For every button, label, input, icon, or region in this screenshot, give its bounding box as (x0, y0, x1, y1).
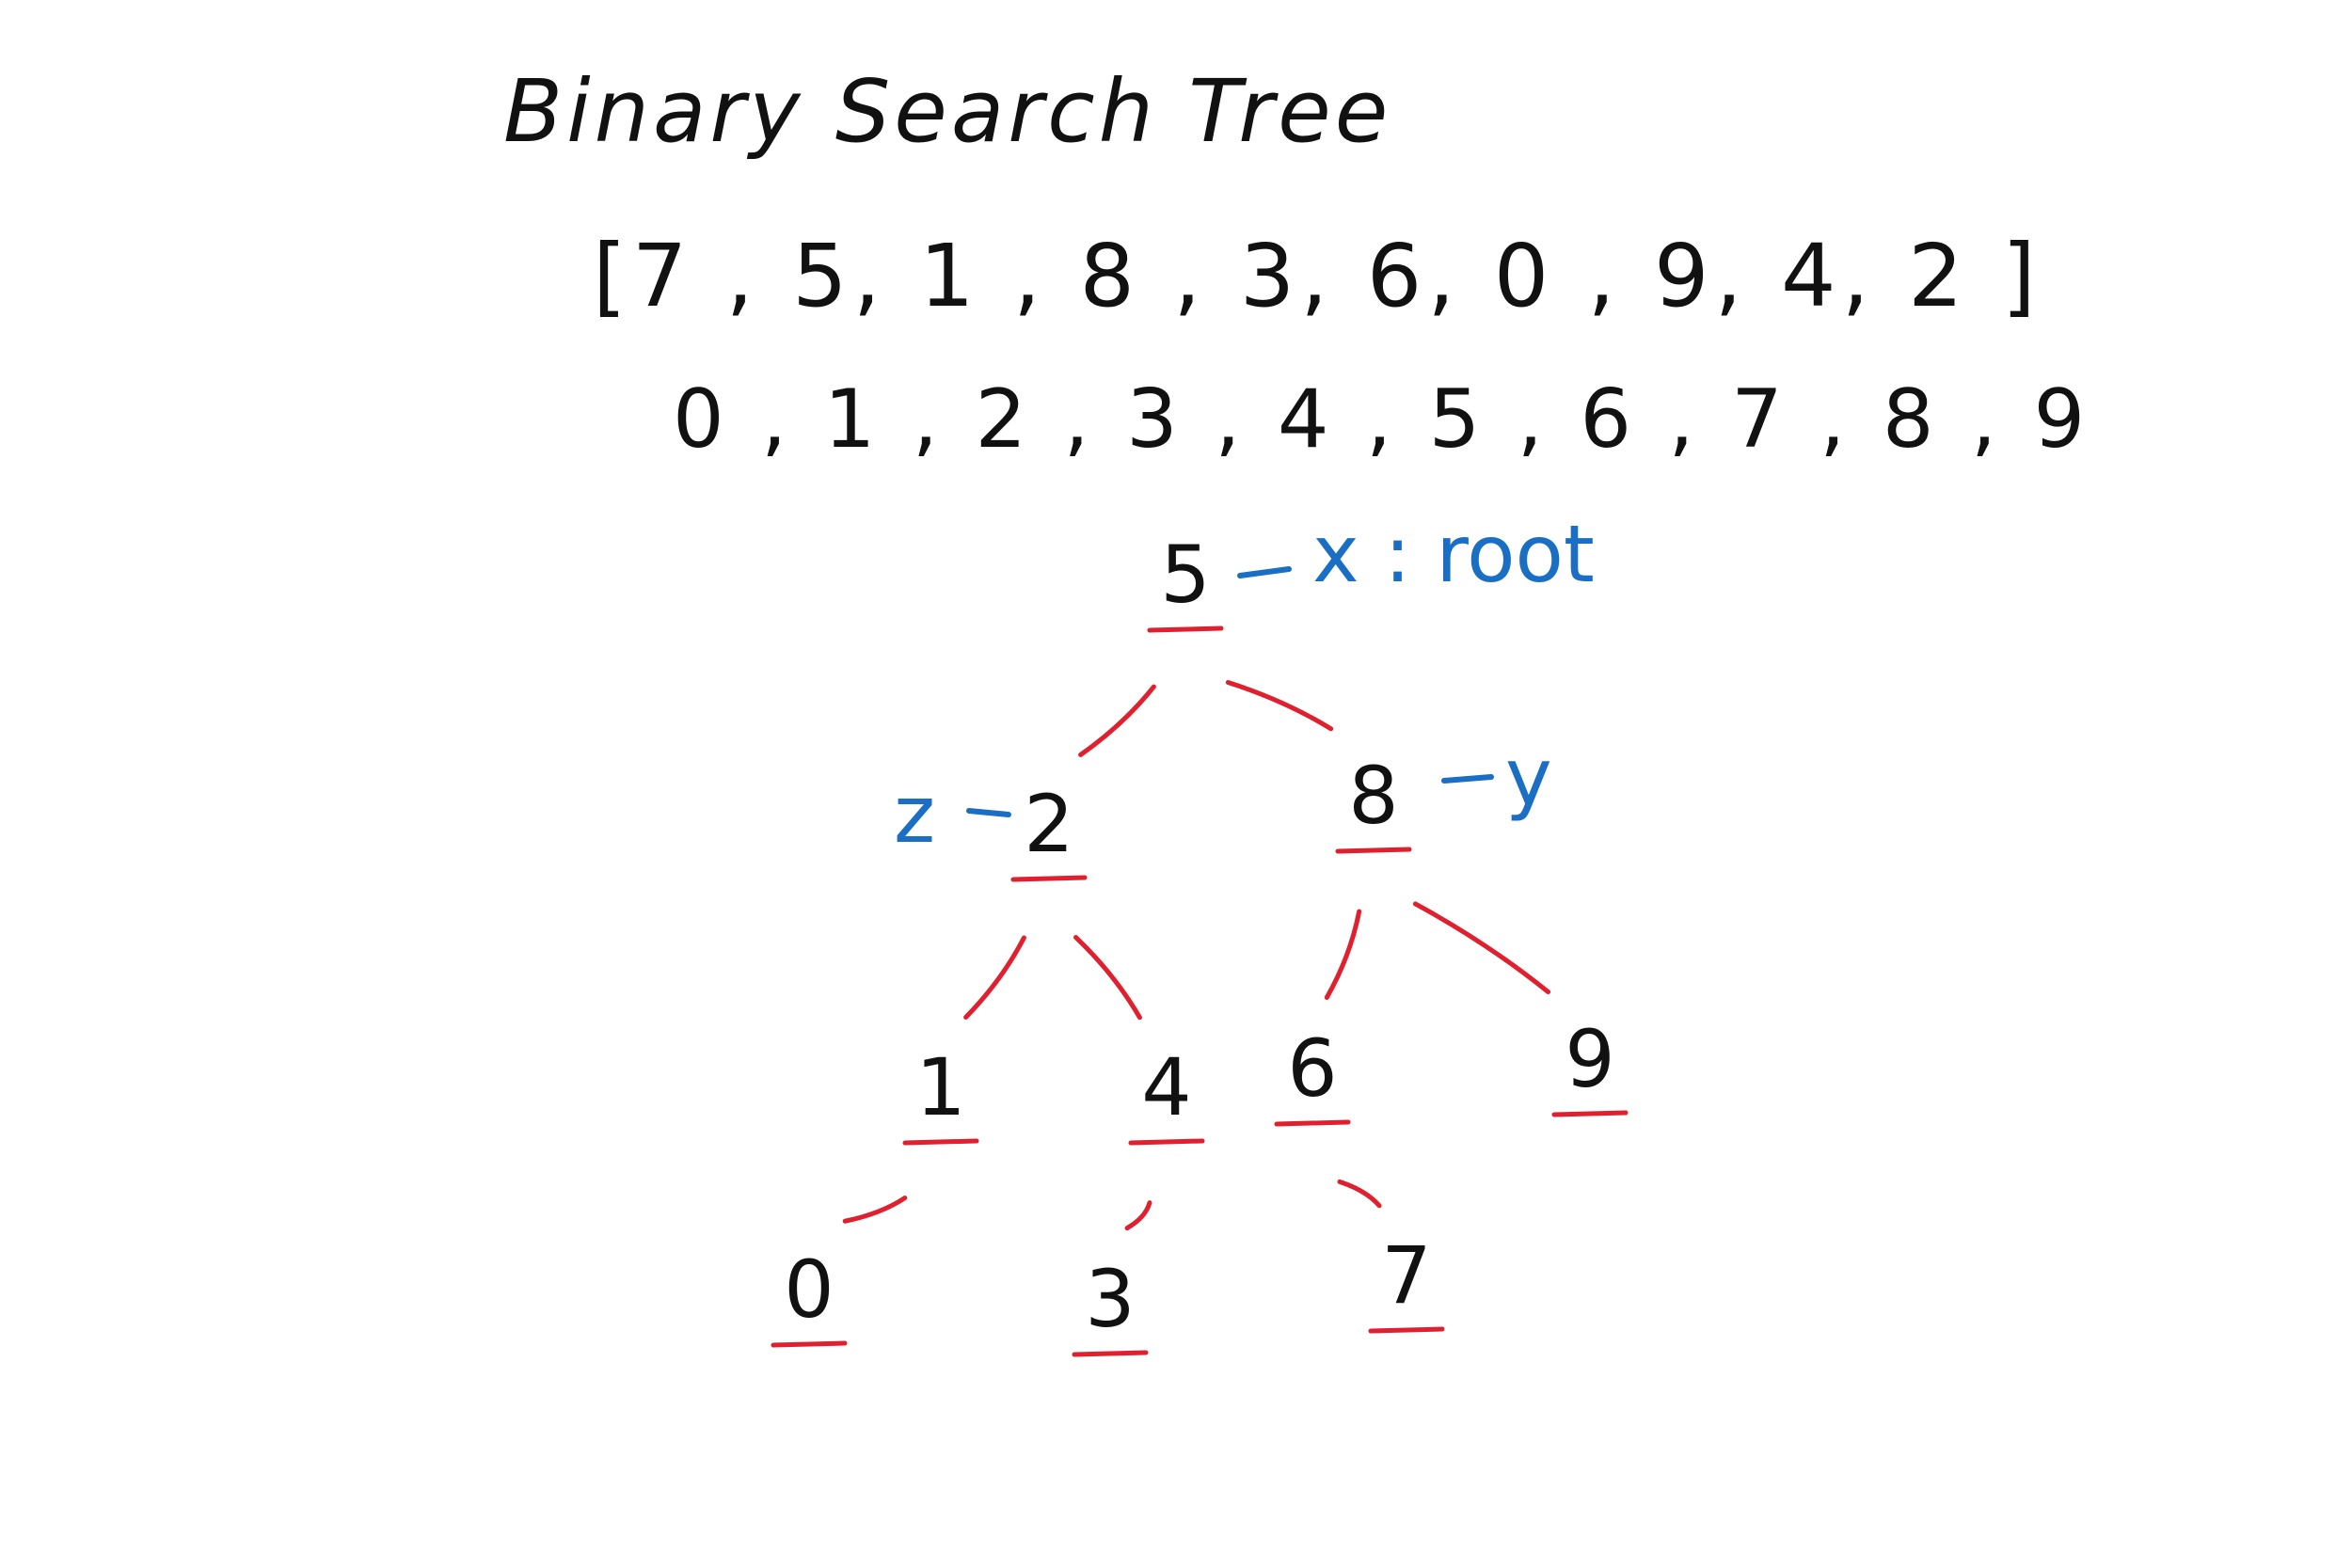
tree-edge-5-8 (1225, 679, 1334, 732)
tree-node-underline (1128, 1138, 1205, 1146)
root-annotation-text: x : root (1312, 508, 1595, 600)
tree-node-2: 2 (1010, 778, 1088, 882)
tree-node-underline (1551, 1110, 1629, 1117)
tree-node-underline (1335, 847, 1412, 854)
tree-edge-1-0 (842, 1196, 908, 1224)
left-annotation-text: z (894, 768, 935, 861)
right-annotation-text: y (1505, 731, 1552, 823)
tree-node-underline (1274, 1119, 1351, 1127)
tree-node-1: 1 (902, 1041, 979, 1146)
tree-node-3: 3 (1072, 1253, 1149, 1357)
tree-node-0: 0 (771, 1243, 848, 1348)
tree-node-underline (1147, 626, 1224, 633)
tree-node-label: 6 (1287, 1022, 1337, 1115)
tree-node-label: 2 (1024, 778, 1073, 870)
tree-node-underline (902, 1138, 979, 1146)
right-annotation-dash (1441, 774, 1494, 784)
left-annotation-dash (966, 808, 1011, 817)
tree-node-underline (771, 1340, 848, 1348)
tree-node-6: 6 (1274, 1022, 1351, 1127)
tree-edge-2-1 (963, 935, 1026, 1020)
tree-node-label: 5 (1160, 529, 1210, 621)
tree-edge-2-4 (1073, 935, 1142, 1021)
tree-node-label: 8 (1348, 750, 1398, 842)
root-annotation-dash (1237, 566, 1292, 578)
tree-edge-4-3 (1124, 1200, 1152, 1231)
tree-node-label: 7 (1381, 1229, 1431, 1322)
tree-node-9: 9 (1551, 1013, 1629, 1117)
tree-edge-8-9 (1412, 901, 1551, 995)
root-annotation: x : root (1237, 508, 1595, 600)
tree-node-underline (1010, 875, 1088, 882)
tree-node-7: 7 (1368, 1229, 1445, 1334)
tree-node-8: 8 (1335, 750, 1412, 854)
tree-node-label: 1 (915, 1041, 965, 1133)
tree-node-label: 9 (1565, 1013, 1614, 1105)
tree-node-5: 5 (1147, 529, 1224, 633)
tree-node-4: 4 (1128, 1041, 1205, 1146)
tree-node-underline (1072, 1350, 1149, 1357)
tree-edge-6-7 (1337, 1179, 1382, 1209)
left-annotation: z (894, 768, 1011, 861)
tree-node-label: 3 (1085, 1253, 1135, 1345)
tree-node-underline (1368, 1326, 1445, 1334)
tree-edges (842, 679, 1551, 1231)
tree-edge-5-2 (1078, 684, 1156, 757)
tree-node-label: 4 (1141, 1041, 1191, 1133)
diagram-title: Binary Search Tree (503, 61, 1391, 162)
right-annotation: y (1441, 731, 1552, 823)
sorted-sequence: 0 , 1 , 2 , 3 , 4 , 5 , 6 , 7 , 8 , 9 (673, 372, 2090, 467)
tree-node-label: 0 (784, 1243, 834, 1336)
tree-edge-8-6 (1324, 909, 1362, 1000)
input-array: [7 , 5, 1 , 8 , 3, 6, 0 , 9, 4, 2 ] (593, 226, 2042, 326)
